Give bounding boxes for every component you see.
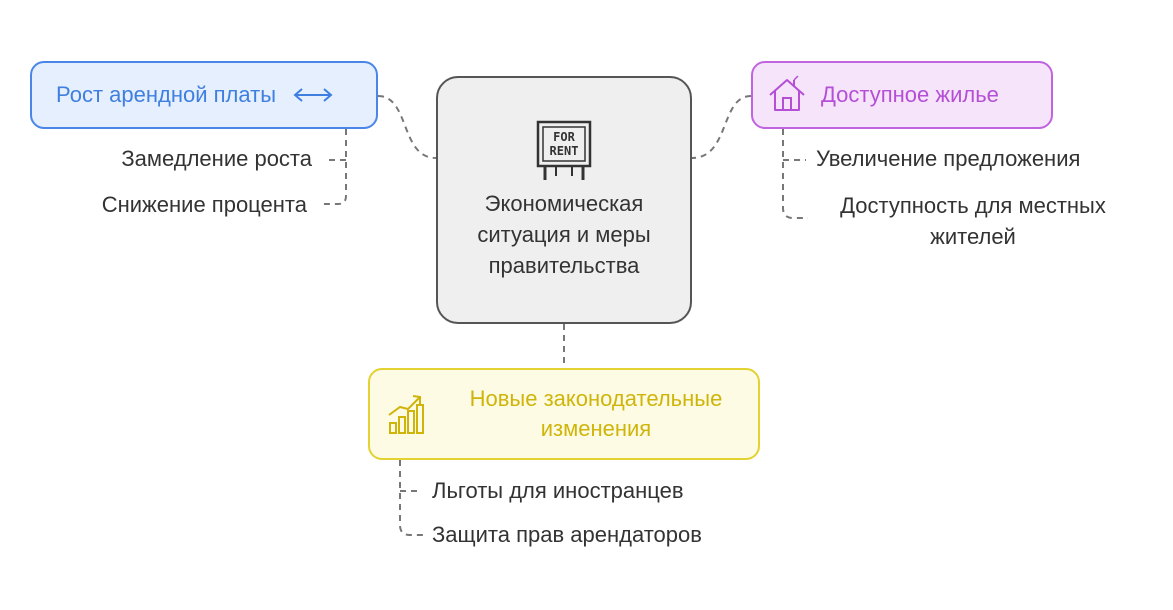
branch-rent-label: Рост арендной платы: [56, 82, 276, 107]
branch-laws-label: Новые законодательные изменения: [469, 386, 723, 441]
branch-housing-node: Доступное жилье: [751, 61, 1053, 129]
branch-laws-item: Льготы для иностранцев: [432, 478, 684, 503]
left-right-arrow-icon: [293, 88, 333, 102]
branch-housing-label: Доступное жилье: [821, 82, 999, 107]
connector-housing-center: [691, 95, 752, 159]
connector-housing-items: [782, 129, 808, 219]
house-icon: [769, 75, 805, 111]
branch-housing-item: Доступность для местных жителей: [840, 193, 1106, 249]
branch-rent-node: Рост арендной платы: [30, 61, 378, 129]
connector-laws-items: [399, 460, 424, 536]
branch-housing-item: Увеличение предложения: [816, 146, 1081, 171]
connector-rent-items: [322, 129, 347, 205]
growth-chart-icon: [388, 395, 424, 434]
center-node: FOR RENT Экономическая ситуация и меры п…: [436, 76, 692, 324]
branch-laws-node: Новые законодательные изменения: [368, 368, 760, 460]
branch-rent-item: Замедление роста: [121, 146, 312, 171]
for-rent-sign-icon: FOR RENT: [536, 120, 592, 180]
center-title: Экономическая ситуация и меры правительс…: [477, 190, 651, 278]
branch-laws-item: Защита прав арендаторов: [432, 522, 702, 547]
sign-text-line-2: RENT: [550, 144, 579, 158]
branch-rent-item: Снижение процента: [101, 192, 307, 217]
connector-rent-center: [377, 95, 437, 159]
sign-text-line-1: FOR: [553, 130, 575, 144]
